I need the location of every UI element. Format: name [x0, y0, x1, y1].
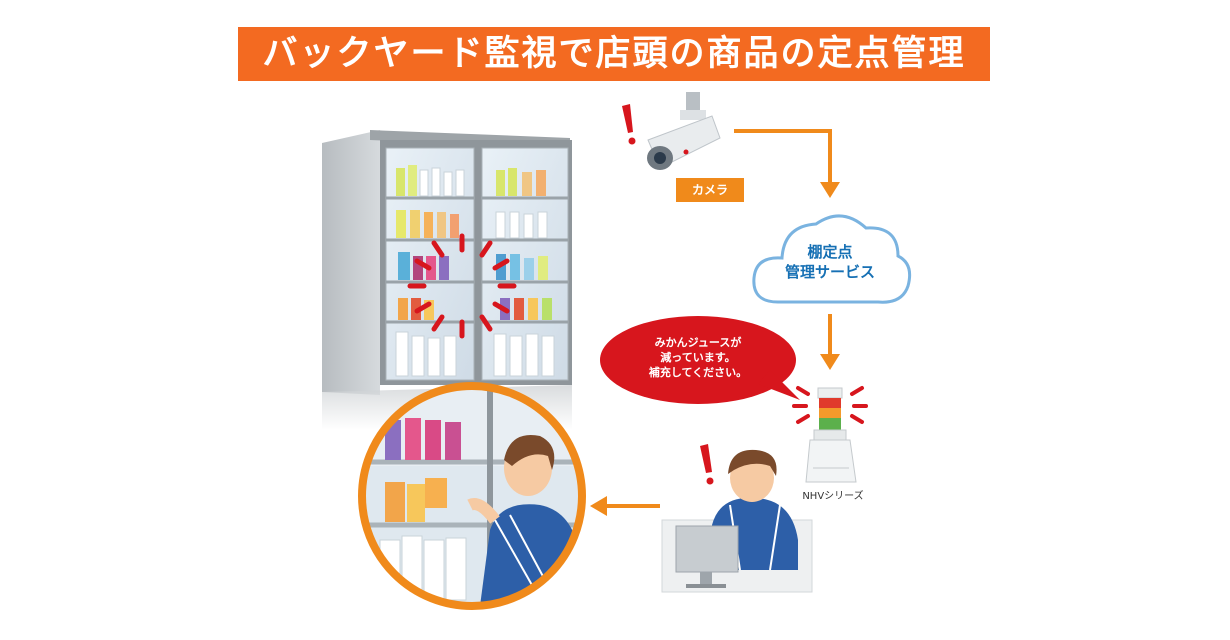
- backyard-staff: [661, 449, 813, 593]
- signal-tower-label: NHVシリーズ: [802, 491, 864, 502]
- page-title: バックヤード監視で店頭の商品の定点管理: [238, 27, 990, 81]
- refrigerator-showcase: [322, 130, 572, 430]
- alert-burst-shelf: [407, 233, 517, 339]
- alert-burst-tower: [792, 386, 868, 424]
- camera-label: カメラ: [676, 178, 744, 202]
- alert-exclamation-camera: [622, 104, 636, 145]
- arrow-camera-to-cloud: [734, 129, 832, 184]
- signal-tower: [805, 387, 857, 483]
- speech-bubble: [600, 316, 800, 404]
- cloud-service-label: 棚定点 管理サービス: [760, 242, 900, 282]
- cloud-line-1: 棚定点: [807, 243, 853, 261]
- alert-exclamation-staff: [700, 444, 714, 485]
- arrowhead-zoom: [590, 496, 607, 516]
- bubble-line-1: みかんジュースが: [654, 336, 742, 349]
- camera-icon: [647, 92, 721, 170]
- cloud-shape: [752, 214, 912, 304]
- arrowhead-tower: [820, 354, 840, 370]
- zoom-circle: [358, 382, 586, 610]
- bubble-line-2: 減っています。: [660, 351, 736, 364]
- speech-bubble-text: みかんジュースが 減っています。 補充してください。: [622, 335, 774, 380]
- arrowhead-cloud: [820, 182, 840, 198]
- bubble-line-3: 補充してください。: [648, 366, 748, 379]
- cloud-line-2: 管理サービス: [784, 263, 875, 281]
